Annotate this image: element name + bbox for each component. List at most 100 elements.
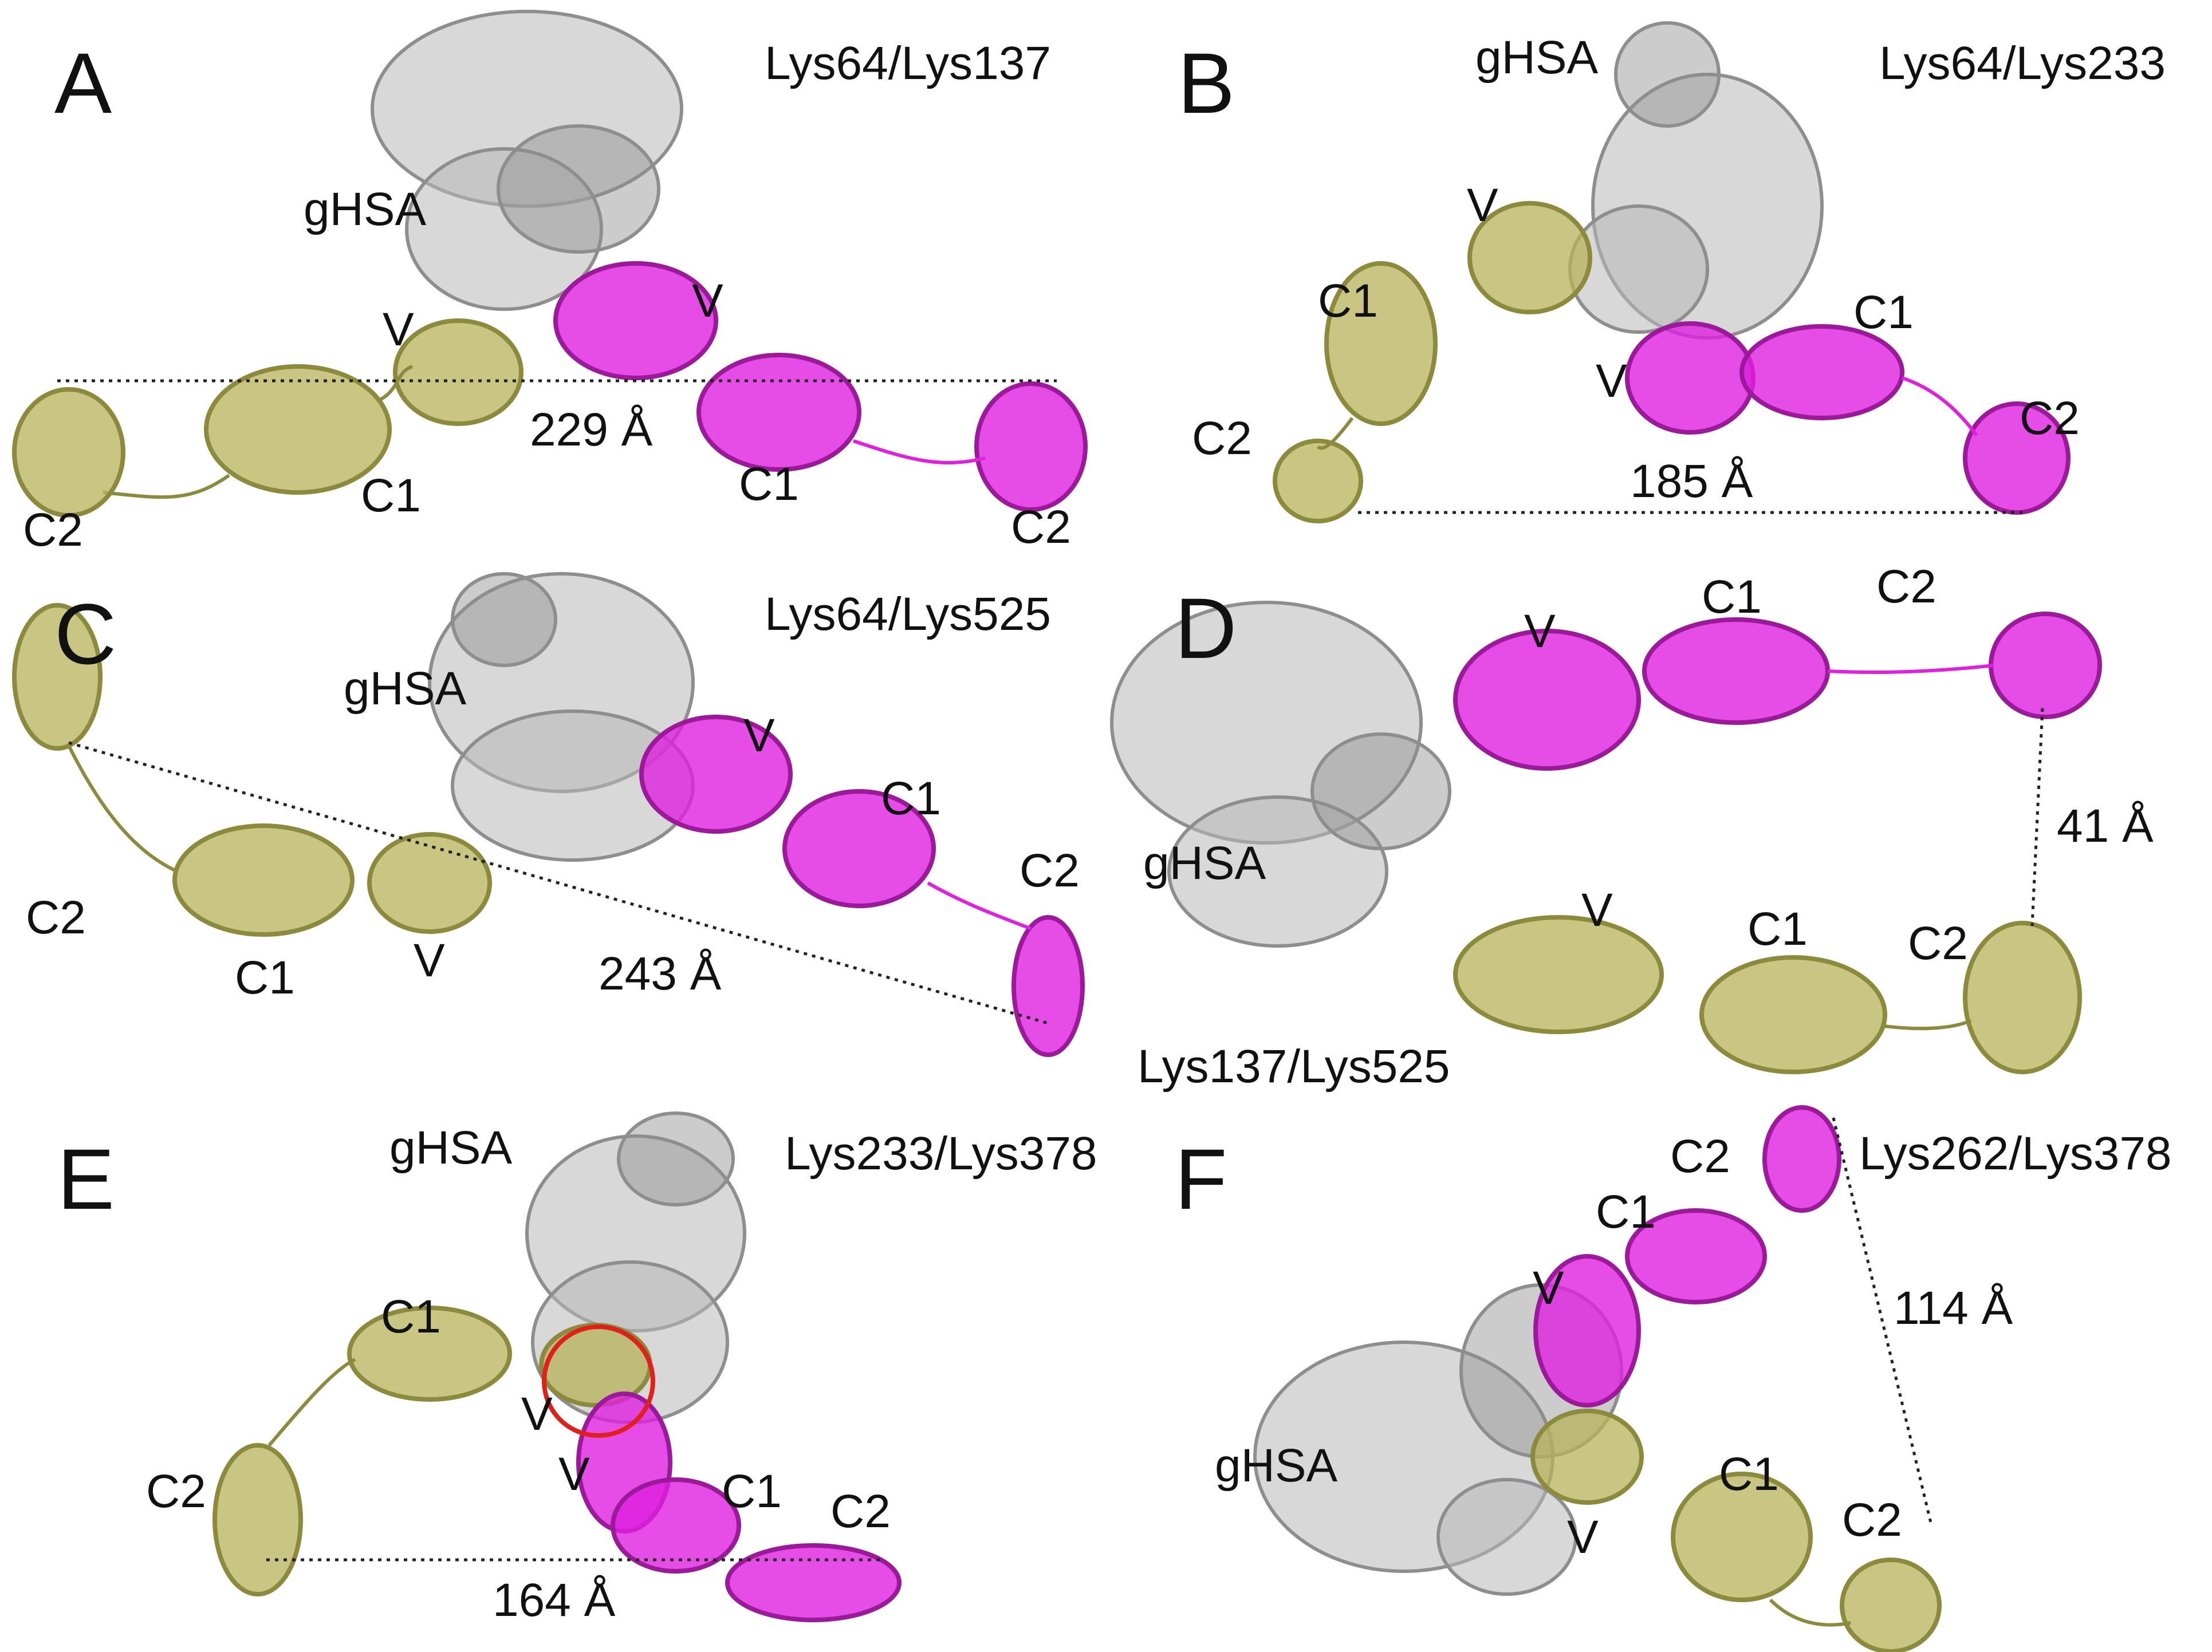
albumin-lobe [1436,1478,1577,1596]
lysine-pair-label: Lys137/Lys525 [1138,1040,1450,1093]
panel-letter: B [1178,35,1235,131]
distance-line [68,741,1049,1025]
panel-letter: D [1175,580,1237,676]
olive-domain-c1 [1324,261,1438,426]
magenta-domain-v [1625,321,1756,435]
albumin-lobe [451,572,557,667]
olive-domain-c2 [12,603,103,751]
albumin-structure [1110,601,1451,948]
panel-e: E Lys233/Lys378 gHSA 164 Å C1 C2 V V C1 … [0,1102,1106,1652]
olive-chain [1273,201,1592,523]
olive-label-c1: C1 [381,1291,441,1343]
magenta-label-v: V [558,1448,590,1500]
linker [1884,1019,1972,1031]
distance-label: 185 Å [1630,455,1753,507]
magenta-label-c1: C1 [739,458,799,510]
olive-label-c1: C1 [361,470,421,522]
linker [1769,1598,1851,1627]
protein-label: gHSA [1143,837,1266,889]
distance-line [2030,708,2044,926]
magenta-chain [553,261,1088,512]
olive-label-v: V [1581,884,1613,936]
magenta-label-v: V [743,709,775,762]
albumin-lobe [405,147,603,311]
linker [1902,376,1978,436]
magenta-domain-c1 [696,353,861,472]
distance-label: 243 Å [599,948,722,1000]
magenta-domain-c2 [725,1543,902,1622]
panel-c-structures [12,572,1085,1057]
magenta-label-v: V [1596,355,1627,407]
magenta-domain-c1 [1625,1208,1767,1304]
linker [927,881,1032,931]
lysine-pair-label: Lys64/Lys137 [765,37,1051,89]
panel-e-structures [212,1111,902,1622]
magenta-domain-c2 [1963,401,2071,515]
magenta-domain-v [1453,629,1641,771]
olive-label-c1: C1 [1318,275,1378,327]
linker [1316,417,1354,450]
magenta-domain-c1 [611,1477,741,1574]
olive-domain-c2 [212,1443,303,1596]
olive-chain [12,318,524,518]
magenta-domain-c1 [782,789,936,908]
albumin-structure [1568,21,1824,340]
olive-label-v: V [521,1388,553,1440]
olive-domain-c2 [1963,921,2082,1074]
magenta-label-c1: C1 [1596,1186,1656,1238]
linker [103,474,230,499]
panel-d: D Lys137/Lys525 gHSA 41 Å V C1 C2 V C1 C… [1106,551,2212,1102]
albumin-lobe [1167,795,1388,948]
olive-label-c2: C2 [1192,412,1252,464]
lysine-pair-label: Lys262/Lys378 [1859,1127,2172,1180]
distance-label: 41 Å [2057,800,2154,852]
magenta-label-c2: C2 [2020,392,2080,444]
linker [853,439,986,464]
magenta-chain [1453,612,2102,771]
magenta-label-v: V [1524,605,1556,657]
olive-label-c1: C1 [1719,1448,1779,1500]
olive-domain-c2 [1840,1558,1942,1652]
magenta-label-c1: C1 [1853,286,1914,338]
highlight-circle [542,1324,655,1438]
lysine-pair-label: Lys233/Lys378 [785,1127,1097,1180]
magenta-domain-c2 [1762,1105,1841,1213]
panel-a-structures [12,10,1088,518]
panel-letter: A [54,35,112,131]
magenta-chain [1625,321,2071,515]
magenta-domain-c2 [974,381,1088,512]
olive-domain-v [1467,201,1592,314]
olive-label-c1: C1 [235,952,295,1004]
olive-domain-c1 [204,364,392,495]
olive-label-c1: C1 [1747,903,1808,955]
olive-domain-c2 [1273,439,1363,523]
albumin-lobe [497,124,660,254]
olive-domain-v [1530,1409,1644,1505]
magenta-domain-c1 [1642,617,1830,725]
magenta-label-c1: C1 [881,772,941,825]
distance-label: 114 Å [1894,1282,2013,1334]
magenta-domain-c1 [1739,324,1904,420]
protein-label: gHSA [1475,31,1599,84]
linker [377,365,414,403]
panel-letter: F [1175,1131,1227,1227]
lysine-pair-label: Lys64/Lys525 [765,588,1051,640]
olive-label-v: V [1467,179,1498,231]
olive-domain-c1 [172,823,355,937]
albumin-lobe [1310,732,1451,850]
linker [67,744,179,873]
magenta-label-c2: C2 [1011,501,1071,553]
protein-label: gHSA [389,1122,513,1174]
linker [1827,664,1994,674]
distance-label: 164 Å [493,1574,616,1626]
magenta-domain-c2 [1989,612,2102,719]
magenta-chain [1533,1105,1841,1407]
albumin-structure [428,572,695,862]
albumin-structure [371,10,683,311]
magenta-label-c1: C1 [722,1465,782,1517]
magenta-chain [639,715,1085,1057]
olive-label-c2: C2 [23,504,83,556]
olive-label-c2: C2 [26,892,86,944]
panel-b: B Lys64/Lys233 gHSA 185 Å V C1 C2 V C1 C… [1106,0,2212,551]
